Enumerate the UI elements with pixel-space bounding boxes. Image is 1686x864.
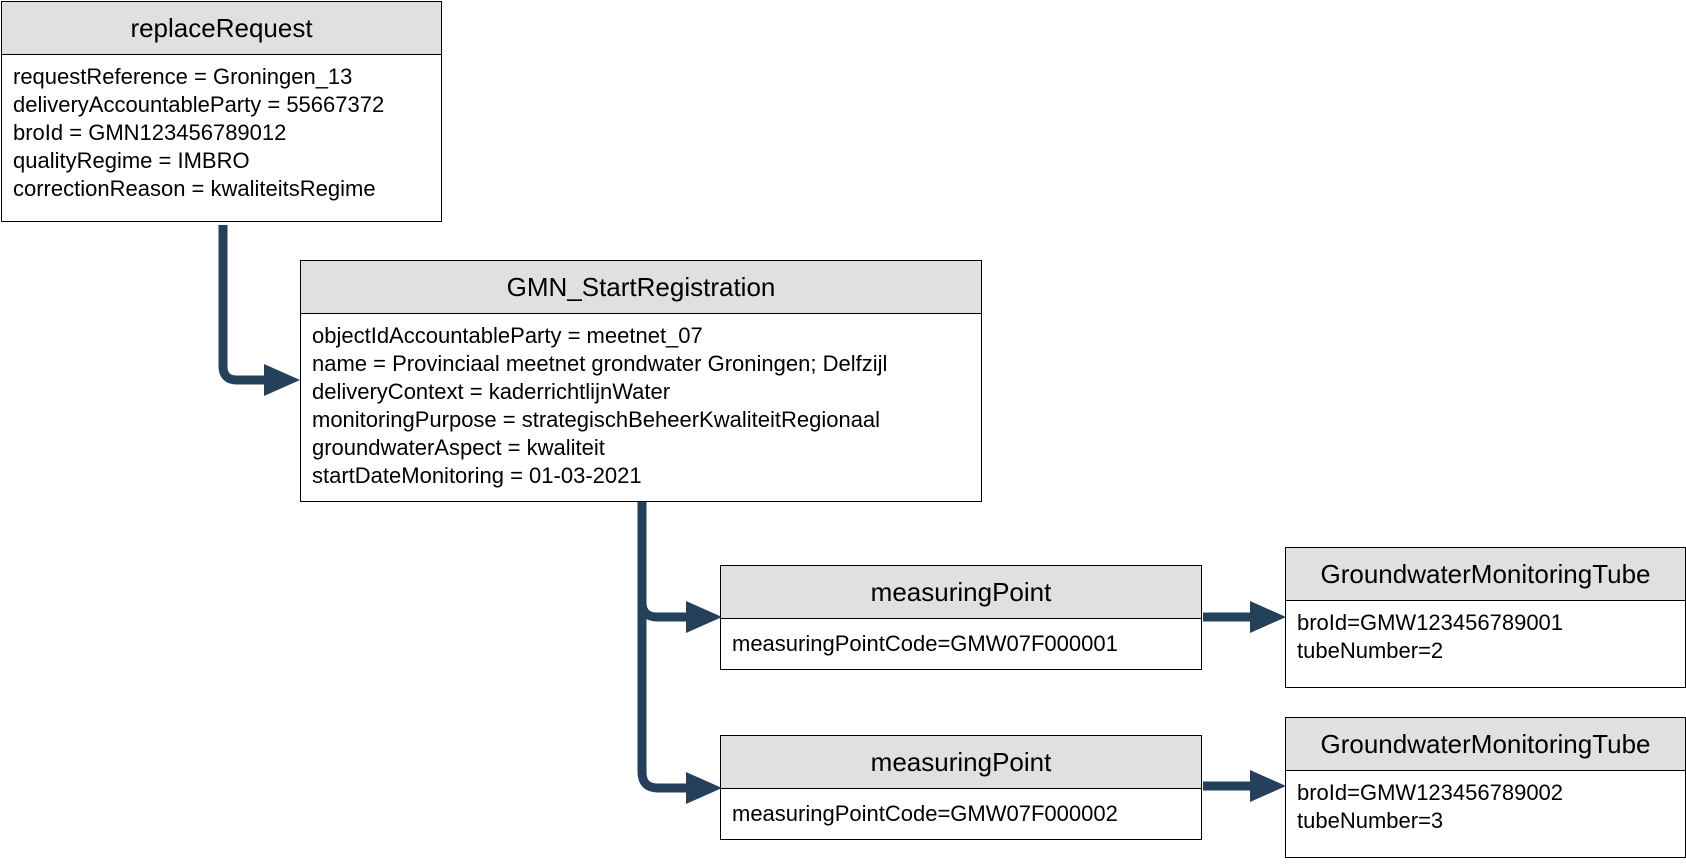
attr-request-reference: requestReference = Groningen_13: [13, 64, 353, 89]
measuring-point-2-attributes: measuringPointCode=GMW07F000002: [721, 789, 1201, 828]
measuring-point-2-title: measuringPoint: [721, 736, 1201, 789]
replace-request-title: replaceRequest: [2, 2, 441, 55]
measuring-point-1-title: measuringPoint: [721, 566, 1201, 619]
arrowhead-tube2: [1250, 770, 1286, 802]
monitoring-tube-1-box: GroundwaterMonitoringTube broId=GMW12345…: [1285, 547, 1686, 688]
attr-monitoring-purpose: monitoringPurpose = strategischBeheerKwa…: [312, 407, 881, 432]
attr-quality-regime: qualityRegime = IMBRO: [13, 148, 250, 173]
monitoring-tube-1-title: GroundwaterMonitoringTube: [1286, 548, 1685, 601]
attr-measuring-point-code: measuringPointCode=GMW07F000001: [732, 631, 1118, 656]
gmn-start-registration-attributes: objectIdAccountableParty = meetnet_07 na…: [301, 314, 981, 490]
measuring-point-1-box: measuringPoint measuringPointCode=GMW07F…: [720, 565, 1202, 670]
measuring-point-2-box: measuringPoint measuringPointCode=GMW07F…: [720, 735, 1202, 840]
attr-tube-bro-id: broId=GMW123456789002: [1297, 780, 1564, 805]
gmn-start-registration-title: GMN_StartRegistration: [301, 261, 981, 314]
attr-tube-bro-id: broId=GMW123456789001: [1297, 610, 1564, 635]
attr-delivery-accountable-party: deliveryAccountableParty = 55667372: [13, 92, 385, 117]
attr-object-id-accountable-party: objectIdAccountableParty = meetnet_07: [312, 323, 703, 348]
attr-correction-reason: correctionReason = kwaliteitsRegime: [13, 176, 376, 201]
connector-replace-to-gmn: [218, 225, 268, 385]
replace-request-box: replaceRequest requestReference = Gronin…: [1, 1, 442, 222]
attr-tube-number: tubeNumber=2: [1297, 638, 1444, 663]
attr-delivery-context: deliveryContext = kaderrichtlijnWater: [312, 379, 671, 404]
attr-tube-number: tubeNumber=3: [1297, 808, 1444, 833]
attr-name: name = Provinciaal meetnet grondwater Gr…: [312, 351, 888, 376]
monitoring-tube-2-attributes: broId=GMW123456789002 tubeNumber=3: [1286, 771, 1685, 835]
measuring-point-1-attributes: measuringPointCode=GMW07F000001: [721, 619, 1201, 658]
arrowhead-tube1: [1250, 601, 1286, 633]
connector-gmn-to-mp2: [637, 602, 690, 793]
attr-measuring-point-code: measuringPointCode=GMW07F000002: [732, 801, 1118, 826]
attr-groundwater-aspect: groundwaterAspect = kwaliteit: [312, 435, 605, 460]
monitoring-tube-2-box: GroundwaterMonitoringTube broId=GMW12345…: [1285, 717, 1686, 858]
arrowhead-gmn: [264, 364, 300, 396]
attr-bro-id: broId = GMN123456789012: [13, 120, 287, 145]
attr-start-date-monitoring: startDateMonitoring = 01-03-2021: [312, 463, 642, 488]
arrowhead-mp1: [686, 601, 722, 633]
arrowhead-mp2: [686, 772, 722, 804]
monitoring-tube-1-attributes: broId=GMW123456789001 tubeNumber=2: [1286, 601, 1685, 665]
monitoring-tube-2-title: GroundwaterMonitoringTube: [1286, 718, 1685, 771]
replace-request-attributes: requestReference = Groningen_13 delivery…: [2, 55, 441, 203]
connector-gmn-to-mp1: [637, 502, 690, 622]
gmn-start-registration-box: GMN_StartRegistration objectIdAccountabl…: [300, 260, 982, 502]
